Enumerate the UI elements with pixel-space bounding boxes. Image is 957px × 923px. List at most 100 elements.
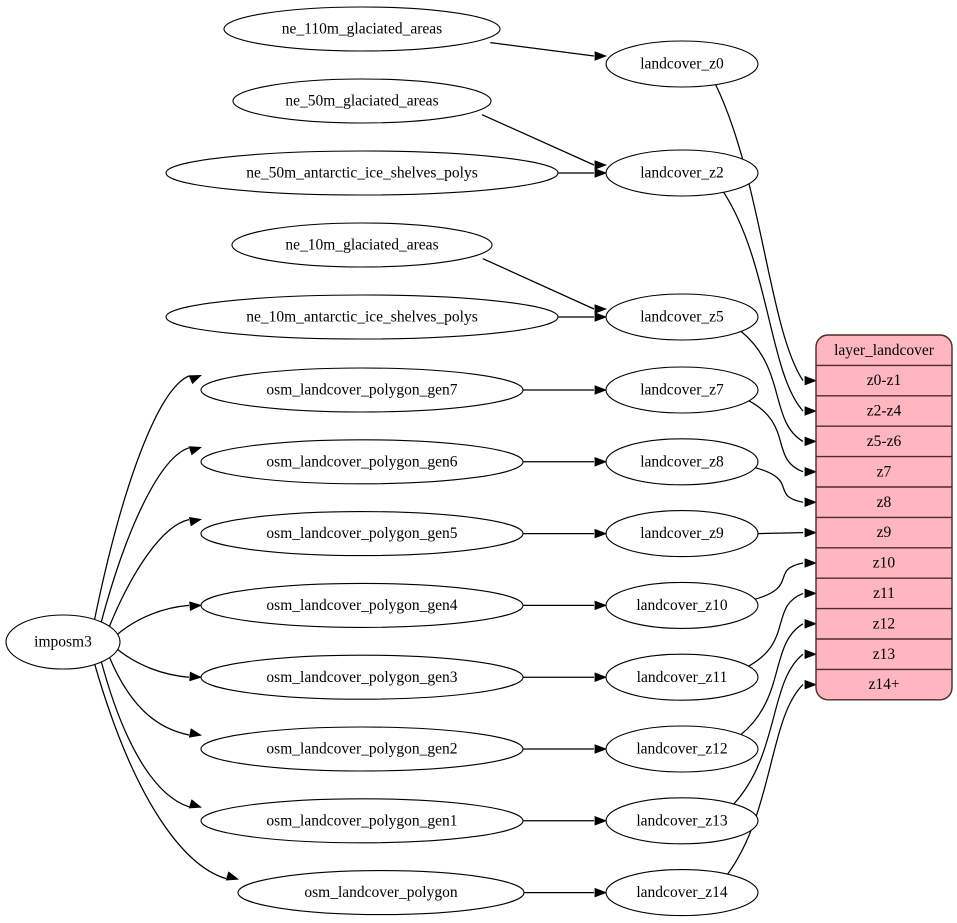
nodes-layer: ne_110m_glaciated_areas ne_50m_glaciated_… [5, 6, 759, 917]
landcover-node-landcover_z9-label: landcover_z9 [640, 525, 724, 542]
source-node-osm_landcover_polygon_gen1[interactable]: osm_landcover_polygon_gen1 [200, 798, 524, 844]
source-node-ne_110m_glaciated_areas-shape [223, 6, 501, 52]
layer-landcover-row-z0-z1: z0-z1 [867, 372, 901, 389]
edge-landcover_z9-to-layer-row-5-arrowhead [804, 527, 818, 538]
source-node-osm_landcover_polygon_gen7-label: osm_landcover_polygon_gen7 [266, 382, 457, 399]
edge-landcover_z10-to-layer-row-6 [753, 562, 804, 601]
edge-imposm3-to-osm_landcover_polygon_gen3 [114, 646, 190, 678]
edge-landcover_z12-to-layer-row-8 [740, 623, 804, 736]
edge-imposm3-to-osm_landcover_polygon_gen4 [114, 604, 190, 638]
edge-landcover_z0-to-layer-row-0-arrowhead [804, 375, 818, 386]
source-node-osm_landcover_polygon[interactable]: osm_landcover_polygon [237, 870, 525, 916]
edge-imposm3-to-osm_landcover_polygon-arrowhead [225, 871, 240, 881]
landcover-node-landcover_z9-shape [605, 510, 759, 558]
landcover-node-landcover_z5[interactable]: landcover_z5 [605, 293, 759, 341]
edge-imposm3-to-osm_landcover_polygon_gen5 [107, 518, 190, 629]
layer-landcover-row-z7: z7 [877, 463, 892, 480]
landcover-node-landcover_z0-shape [605, 40, 759, 88]
source-node-osm_landcover_polygon_gen7[interactable]: osm_landcover_polygon_gen7 [200, 367, 524, 413]
layer-landcover-row-z11: z11 [873, 585, 895, 602]
edge-landcover_z10-to-layer-row-6-arrowhead [804, 558, 818, 568]
landcover-node-landcover_z13-label: landcover_z13 [636, 812, 727, 829]
landcover-node-landcover_z9[interactable]: landcover_z9 [605, 510, 759, 558]
source-node-ne_10m_antarctic_ice_shelves_polys-shape [165, 294, 559, 340]
source-node-imposm3-label: imposm3 [34, 634, 92, 651]
source-node-osm_landcover_polygon_gen2[interactable]: osm_landcover_polygon_gen2 [200, 726, 524, 772]
landcover-node-landcover_z11[interactable]: landcover_z11 [605, 653, 759, 701]
edge-landcover_z14-to-layer-row-10-arrowhead [804, 679, 818, 690]
edge-landcover_z13-to-layer-row-9 [733, 653, 804, 805]
source-node-osm_landcover_polygon_gen3-shape [200, 654, 524, 700]
source-node-imposm3-shape [5, 614, 121, 670]
source-node-ne_50m_glaciated_areas[interactable]: ne_50m_glaciated_areas [232, 78, 492, 124]
edge-ne_10m_glaciated_areas-to-landcover_z5 [482, 258, 595, 310]
source-node-osm_landcover_polygon-label: osm_landcover_polygon [304, 884, 458, 901]
landcover-node-landcover_z12[interactable]: landcover_z12 [605, 725, 759, 773]
edge-landcover_z2-to-layer-row-1 [723, 191, 804, 412]
source-node-ne_110m_glaciated_areas-label: ne_110m_glaciated_areas [282, 21, 442, 38]
landcover-node-landcover_z14[interactable]: landcover_z14 [605, 869, 759, 917]
landcover-node-landcover_z10[interactable]: landcover_z10 [605, 581, 759, 629]
edge-osm_landcover_polygon_gen7-to-landcover_z7-arrowhead [594, 385, 608, 395]
edge-ne_110m_glaciated_areas-to-landcover_z0 [490, 42, 595, 57]
source-node-ne_10m_glaciated_areas[interactable]: ne_10m_glaciated_areas [231, 222, 493, 268]
edge-osm_landcover_polygon_gen3-to-landcover_z11-arrowhead [594, 672, 608, 682]
source-node-ne_10m_antarctic_ice_shelves_polys-label: ne_10m_antarctic_ice_shelves_polys [246, 309, 478, 326]
source-node-ne_50m_antarctic_ice_shelves_polys[interactable]: ne_50m_antarctic_ice_shelves_polys [165, 150, 559, 196]
source-node-osm_landcover_polygon_gen1-shape [200, 798, 524, 844]
source-node-osm_landcover_polygon_gen3[interactable]: osm_landcover_polygon_gen3 [200, 654, 524, 700]
source-node-osm_landcover_polygon_gen6[interactable]: osm_landcover_polygon_gen6 [200, 439, 524, 485]
source-node-ne_50m_glaciated_areas-label: ne_50m_glaciated_areas [285, 93, 438, 110]
edge-ne_10m_antarctic_ice_shelves_polys-to-landcover_z5-arrowhead [594, 312, 608, 322]
landcover-node-landcover_z13[interactable]: landcover_z13 [605, 797, 759, 845]
layer-landcover-row-z14+: z14+ [868, 676, 899, 693]
edge-imposm3-to-osm_landcover_polygon_gen2 [107, 654, 190, 736]
edge-landcover_z8-to-layer-row-4-arrowhead [804, 497, 818, 507]
edge-landcover_z11-to-layer-row-7-arrowhead [804, 588, 818, 599]
landcover-node-landcover_z8-label: landcover_z8 [640, 453, 724, 470]
edge-ne_110m_glaciated_areas-to-landcover_z0-arrowhead [594, 51, 608, 61]
edge-landcover_z14-to-layer-row-10 [726, 684, 804, 875]
layer-landcover-row-z12: z12 [873, 615, 895, 632]
landcover-node-landcover_z7[interactable]: landcover_z7 [605, 366, 759, 414]
layer-landcover-row-z10: z10 [873, 555, 896, 572]
edge-landcover_z7-to-layer-row-3 [748, 399, 804, 473]
landcover-node-landcover_z2-label: landcover_z2 [640, 165, 724, 182]
landcover-node-landcover_z12-shape [605, 725, 759, 773]
source-node-osm_landcover_polygon_gen4[interactable]: osm_landcover_polygon_gen4 [200, 582, 524, 628]
edge-ne_50m_glaciated_areas-to-landcover_z2 [481, 114, 595, 166]
landcover-node-landcover_z0-label: landcover_z0 [640, 56, 724, 73]
edge-ne_10m_glaciated_areas-to-landcover_z5-arrowhead [594, 304, 608, 314]
edge-landcover_z12-to-layer-row-8-arrowhead [804, 619, 818, 629]
edge-osm_landcover_polygon-to-landcover_z14-arrowhead [594, 887, 608, 898]
landcover-node-landcover_z11-shape [605, 653, 759, 701]
source-node-osm_landcover_polygon_gen6-shape [200, 439, 524, 485]
landcover-node-landcover_z7-shape [605, 366, 759, 414]
source-node-osm_landcover_polygon_gen5[interactable]: osm_landcover_polygon_gen5 [200, 511, 524, 557]
layer-landcover-row-z13: z13 [873, 646, 896, 663]
edge-imposm3-to-osm_landcover_polygon_gen6 [100, 447, 190, 624]
source-node-ne_110m_glaciated_areas[interactable]: ne_110m_glaciated_areas [223, 6, 501, 52]
edge-landcover_z13-to-layer-row-9-arrowhead [804, 649, 818, 659]
edge-imposm3-to-osm_landcover_polygon [93, 663, 227, 880]
landcover-node-landcover_z2-shape [605, 149, 759, 197]
layer-landcover-record: layer_landcoverz0-z1z2-z4z5-z6z7z8z9z10z… [815, 334, 953, 701]
edge-landcover_z9-to-layer-row-5 [757, 531, 804, 535]
landcover-node-landcover_z14-shape [605, 869, 759, 917]
layer-landcover-row-z9: z9 [877, 524, 892, 541]
landcover-node-landcover_z2[interactable]: landcover_z2 [605, 149, 759, 197]
edge-landcover_z0-to-layer-row-0 [715, 84, 804, 381]
source-node-osm_landcover_polygon_gen2-label: osm_landcover_polygon_gen2 [266, 741, 457, 758]
source-node-imposm3[interactable]: imposm3 [5, 614, 121, 670]
landcover-node-landcover_z0[interactable]: landcover_z0 [605, 40, 759, 88]
edge-ne_50m_antarctic_ice_shelves_polys-to-landcover_z2-arrowhead [594, 168, 608, 178]
landcover-node-landcover_z10-label: landcover_z10 [636, 597, 727, 614]
edge-osm_landcover_polygon_gen6-to-landcover_z8-arrowhead [594, 457, 608, 467]
source-node-osm_landcover_polygon_gen5-label: osm_landcover_polygon_gen5 [266, 525, 457, 542]
edge-osm_landcover_polygon_gen4-to-landcover_z10-arrowhead [594, 600, 608, 611]
source-node-osm_landcover_polygon_gen4-shape [200, 582, 524, 628]
source-node-ne_10m_antarctic_ice_shelves_polys[interactable]: ne_10m_antarctic_ice_shelves_polys [165, 294, 559, 340]
landcover-node-landcover_z8[interactable]: landcover_z8 [605, 438, 759, 486]
edge-landcover_z8-to-layer-row-4 [754, 466, 804, 503]
